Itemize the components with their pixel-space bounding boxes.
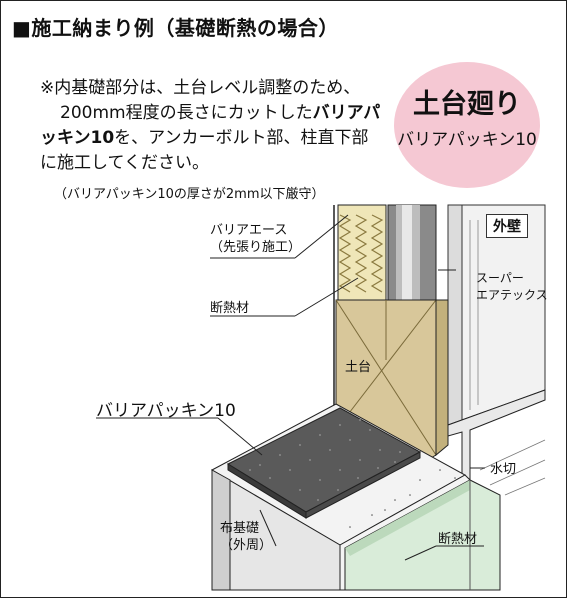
note-line-4: に施工してください。 <box>40 153 209 173</box>
exterior-wall-panel <box>447 204 546 426</box>
label-super-aertex-2: エアテックス <box>476 288 548 302</box>
note-line-2b: バリアパ <box>312 103 381 123</box>
exterior-wall-edge <box>447 204 463 426</box>
badge-title: 土台廻り <box>413 89 521 120</box>
label-foundation: 布基礎 （外周） <box>220 520 272 554</box>
label-insulation-upper: 断熱材 <box>210 301 250 316</box>
leader-lines <box>96 214 485 561</box>
note-line-3b: を、アンカーボルト部、柱直下部 <box>114 128 369 148</box>
note-line-3: ッキン10を、アンカーボルト部、柱直下部 <box>40 126 380 151</box>
sill-side <box>435 299 449 457</box>
label-super-aertex-1: スーパー <box>476 271 524 285</box>
label-barrier-ace-2: （先張り施工） <box>210 240 302 255</box>
note-line-3a: ッキン10 <box>40 128 115 148</box>
label-barrier-ace: バリアエース （先張り施工） <box>210 222 301 256</box>
thickness-note: （バリアパッキン10の厚さが2mm以下厳守） <box>54 187 325 202</box>
label-super-aertex: スーパー エアテックス <box>476 270 548 304</box>
foundation-texture <box>349 469 456 528</box>
figure-title: ■施工納まり例（基礎断熱の場合） <box>12 16 339 40</box>
label-sill: 土台 <box>345 360 372 375</box>
label-water-drip: 水切 <box>490 462 517 477</box>
label-foundation-1: 布基礎 <box>220 521 260 536</box>
insulation-hatch <box>338 214 384 293</box>
note-line-1: ※内基礎部分は、土台レベル調整のため、 <box>40 78 361 98</box>
label-exterior-wall: 外壁 <box>486 214 528 238</box>
ground-hatch <box>479 439 546 496</box>
packing-texture <box>249 419 401 501</box>
label-barrier-packing: バリアパッキン10 <box>96 401 236 421</box>
instruction-note: ※内基礎部分は、土台レベル調整のため、 200mm程度の長さにカットしたバリアパ… <box>40 76 380 176</box>
topic-badge: 土台廻り バリアパッキン10 <box>394 62 540 188</box>
note-line-2a: 200mm程度の長さにカットした <box>60 103 313 123</box>
label-foundation-2: （外周） <box>220 538 273 553</box>
badge-subtitle: バリアパッキン10 <box>397 130 537 150</box>
label-barrier-ace-1: バリアエース <box>210 223 288 238</box>
label-insulation-lower: 断熱材 <box>438 532 478 547</box>
note-line-2: 200mm程度の長さにカットしたバリアパ <box>40 101 380 126</box>
